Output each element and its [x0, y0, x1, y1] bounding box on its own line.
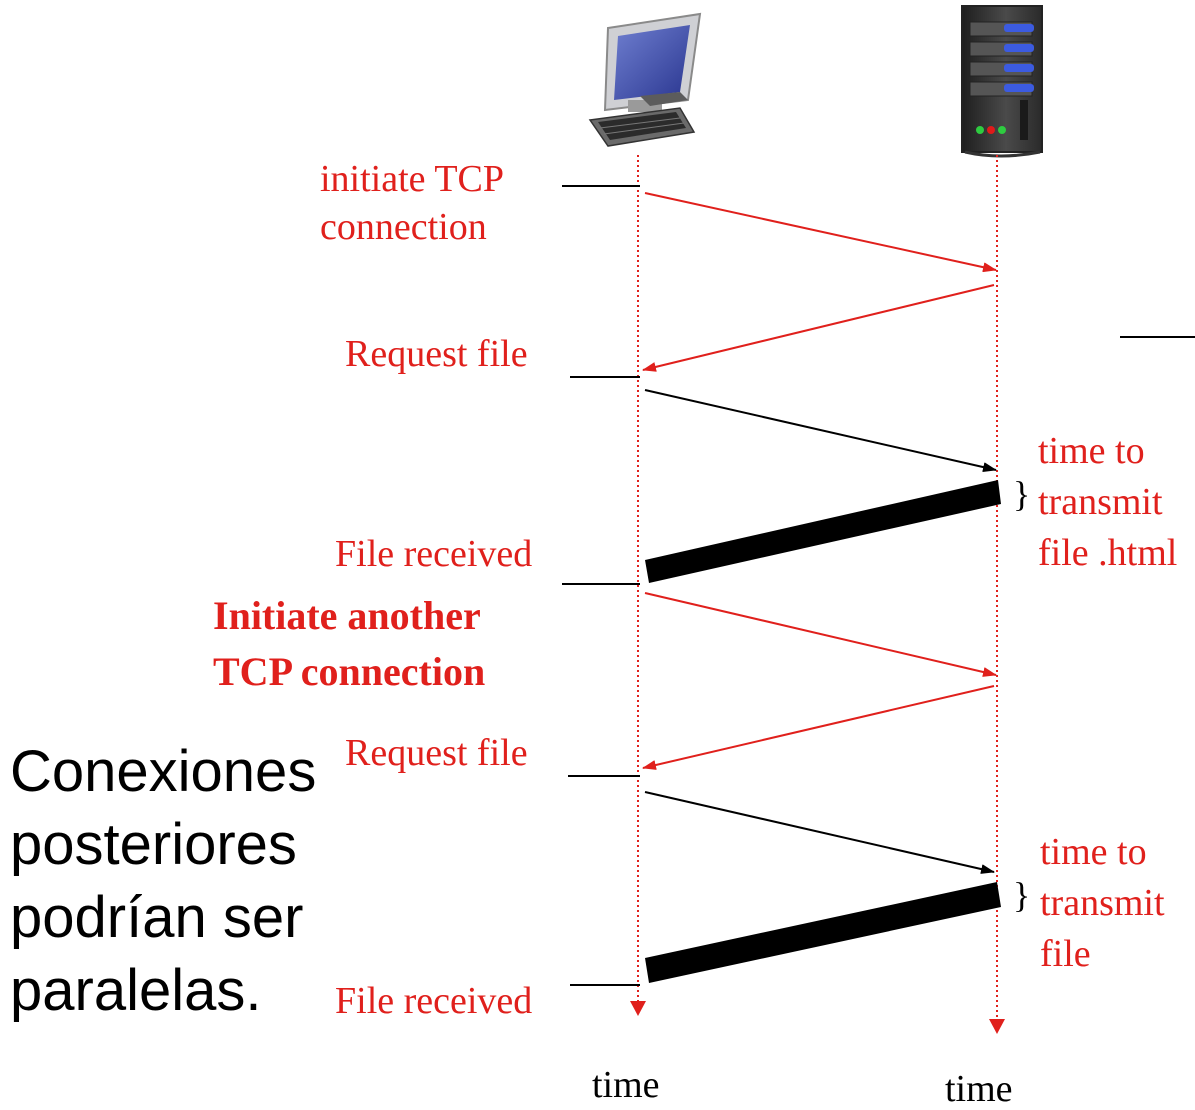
- side-note-line-3: podrían ser: [10, 885, 304, 950]
- syn-arrow-2: [644, 592, 997, 677]
- label-connection: connection: [320, 206, 487, 248]
- file-transfer-bar-1: [645, 480, 1001, 583]
- label-request-file-2: Request file: [345, 732, 528, 774]
- client-timeline-arrowhead: [630, 1001, 646, 1016]
- side-note-line-4: paralelas.: [10, 958, 262, 1023]
- label-initiate-another: Initiate another: [213, 593, 481, 638]
- synack-arrow-2: [642, 685, 995, 770]
- request-arrow-2: [644, 791, 995, 874]
- brace-2: }: [1013, 875, 1030, 915]
- side-note-line-1: Conexiones: [10, 739, 317, 804]
- label-transmit-2: transmit: [1040, 882, 1165, 924]
- side-note-line-2: posteriores: [10, 812, 297, 877]
- file-transfer-bar-2: [645, 882, 1001, 983]
- synack-arrow-1: [642, 284, 995, 372]
- label-file-received-2: File received: [335, 980, 533, 1022]
- label-file-2: file: [1040, 933, 1091, 975]
- label-time-to-1: time to: [1038, 430, 1145, 472]
- side-note: Conexiones posteriores podrían ser paral…: [10, 735, 316, 1027]
- label-another-tcp-connection: TCP connection: [213, 649, 486, 694]
- server-tower-icon: [961, 5, 1043, 158]
- label-time-to-2: time to: [1040, 831, 1147, 873]
- label-time-client: time: [592, 1064, 660, 1106]
- label-file-html: file .html: [1038, 532, 1178, 574]
- label-time-server: time: [945, 1068, 1013, 1110]
- label-transmit-1: transmit: [1038, 481, 1163, 523]
- request-arrow-1: [644, 389, 997, 472]
- label-file-received-1: File received: [335, 533, 533, 575]
- label-initiate-tcp: initiate TCP: [320, 158, 505, 200]
- desktop-computer-icon: [588, 12, 702, 147]
- label-request-file-1: Request file: [345, 333, 528, 375]
- syn-arrow-1: [644, 192, 997, 273]
- brace-1: }: [1013, 474, 1030, 514]
- server-timeline-arrowhead: [989, 1019, 1005, 1034]
